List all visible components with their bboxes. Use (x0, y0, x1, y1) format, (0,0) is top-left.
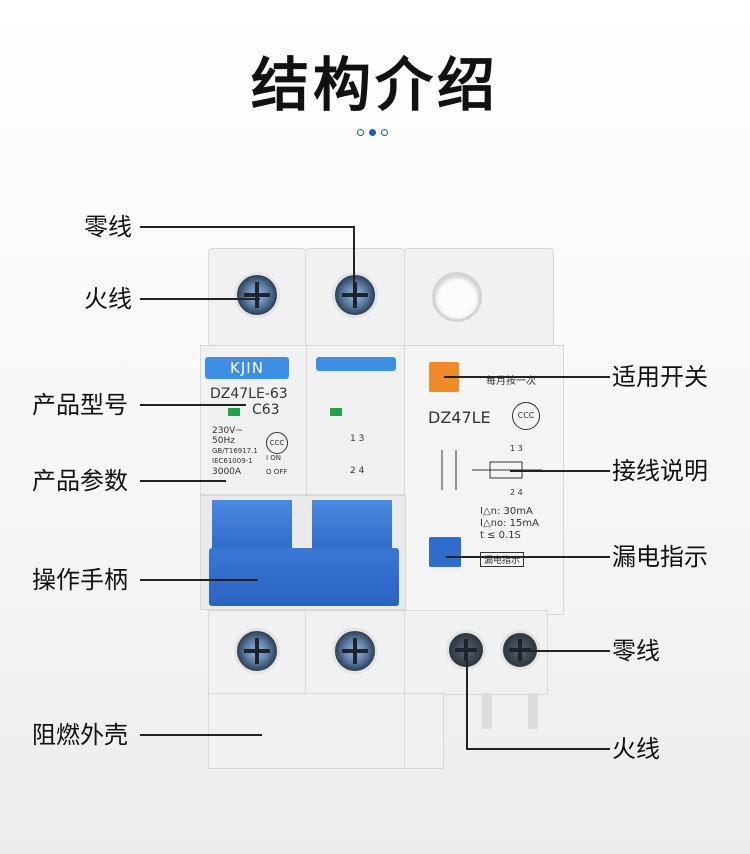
pin (482, 693, 492, 729)
label-live-top: 火线 (84, 285, 132, 313)
spec-line: 230V~ (212, 426, 243, 436)
label-shell: 阻燃外壳 (32, 721, 128, 749)
pagination-dot (357, 129, 364, 136)
model-label-right: DZ47LE (428, 408, 491, 427)
terminal-screw-icon (332, 628, 378, 674)
spec-line: 3000A (212, 467, 242, 477)
test-hint: 每月按一次 (486, 376, 536, 387)
leak-indicator-button[interactable] (429, 537, 461, 567)
shell-side (404, 693, 444, 769)
label-live-bottom: 火线 (612, 735, 660, 763)
wiring-number-top: 1 3 (510, 444, 523, 453)
pagination-dots (355, 128, 395, 138)
label-neutral-top: 零线 (84, 213, 132, 241)
terminal-screw-icon (332, 272, 378, 318)
status-indicator-green (330, 408, 342, 416)
spec-line: 50Hz (212, 436, 235, 446)
on-label: I ON (266, 454, 282, 462)
label-handle: 操作手柄 (32, 566, 128, 594)
leader-line (140, 480, 226, 482)
break-time: t ≤ 0.1S (480, 530, 521, 541)
label-leak-indicator: 漏电指示 (612, 543, 708, 571)
leader-line (140, 734, 262, 736)
leak-indicator-label: 漏电指示 (480, 552, 525, 567)
wiring-diagram-icon (441, 450, 542, 490)
ccc-cert-icon: CCC (266, 432, 288, 454)
spec-line: IEC61009-1 (212, 457, 253, 465)
pagination-dot (381, 129, 388, 136)
leader-line (466, 650, 468, 748)
terminal-number-bottom: 2 4 (350, 466, 365, 476)
page-title: 结构介绍 (250, 51, 499, 119)
non-operating-current: I△no: 15mA (480, 518, 539, 529)
terminal-screw-icon (234, 628, 280, 674)
pagination-dot-active (369, 129, 376, 136)
spec-line: GB/T16917.1 (212, 447, 258, 455)
model-label-left: DZ47LE-63 (210, 386, 288, 402)
label-parameters: 产品参数 (32, 467, 128, 495)
label-neutral-bottom: 零线 (612, 637, 660, 665)
leader-line (466, 748, 610, 750)
terminal-number-top: 1 3 (350, 434, 365, 444)
leader-line (520, 650, 610, 652)
leader-line (510, 470, 610, 472)
label-test-switch: 适用开关 (612, 363, 708, 391)
brand-strip (316, 357, 396, 371)
handle-top-left (212, 500, 292, 550)
flame-retardant-shell (208, 693, 408, 769)
brand-label: KJIN (205, 357, 289, 379)
label-wiring: 接线说明 (612, 457, 708, 485)
operating-handle[interactable] (209, 548, 399, 606)
status-indicator-green (228, 408, 240, 416)
leader-line (140, 226, 354, 228)
leader-line (140, 298, 260, 300)
handle-top-right (312, 500, 392, 550)
leader-line (140, 579, 258, 581)
terminal-hole (432, 272, 482, 322)
pin (528, 693, 538, 729)
leader-line (446, 556, 610, 558)
rating-label: C63 (252, 402, 280, 418)
ccc-cert-icon: CCC (512, 402, 540, 430)
terminal-screw-icon (234, 272, 280, 318)
leader-line (140, 404, 246, 406)
leader-line (353, 226, 355, 294)
leader-line (444, 376, 610, 378)
label-model: 产品型号 (32, 391, 128, 419)
off-label: O OFF (266, 468, 288, 476)
rated-residual-current: I△n: 30mA (480, 506, 533, 517)
wiring-number-bottom: 2 4 (510, 488, 523, 497)
